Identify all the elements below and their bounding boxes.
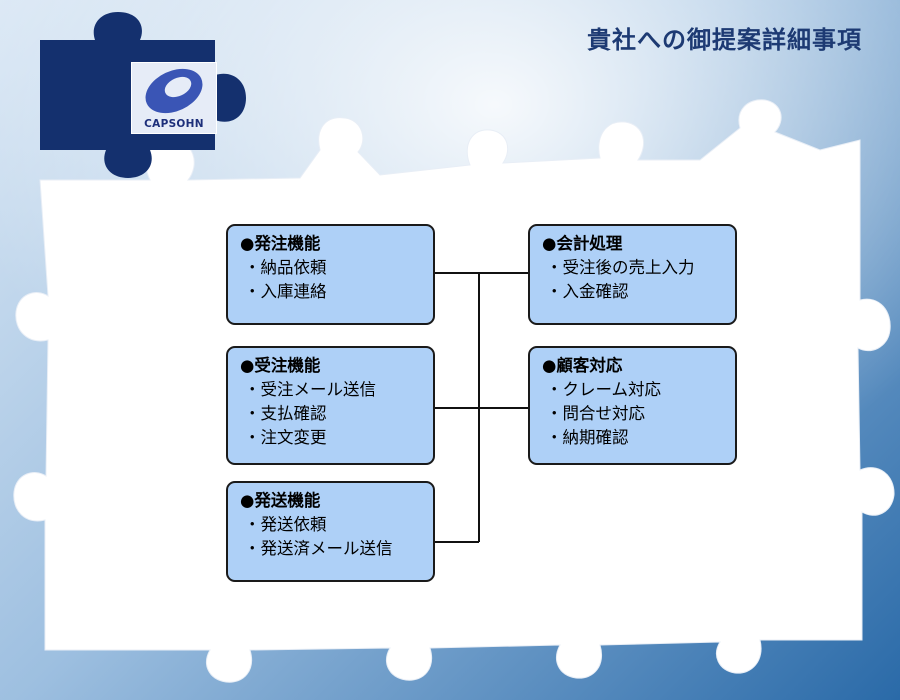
box-item: 納期確認 <box>542 426 735 450</box>
box-item: 受注後の売上入力 <box>542 256 735 280</box>
box-item: 発送済メール送信 <box>240 537 433 561</box>
box-item: 入金確認 <box>542 280 735 304</box>
slide-title: 貴社への御提案詳細事項 <box>587 26 862 54</box>
box-item: 支払確認 <box>240 402 433 426</box>
box-item: 発送依頼 <box>240 513 433 537</box>
box-item: 受注メール送信 <box>240 378 433 402</box>
box-item: 問合せ対応 <box>542 402 735 426</box>
box-heading: ●顧客対応 <box>542 356 623 375</box>
box-heading: ●受注機能 <box>240 356 321 375</box>
box-customer-support: ●顧客対応 クレーム対応 問合せ対応 納期確認 <box>528 346 737 465</box>
logo-mark <box>145 68 203 114</box>
box-item: 注文変更 <box>240 426 433 450</box>
box-item: 納品依頼 <box>240 256 433 280</box>
box-heading: ●発送機能 <box>240 491 321 510</box>
box-receive-function: ●受注機能 受注メール送信 支払確認 注文変更 <box>226 346 435 465</box>
logo-text: CAPSOHN <box>144 118 204 130</box>
box-item: クレーム対応 <box>542 378 735 402</box>
capsohn-logo-icon: CAPSOHN <box>131 62 217 134</box>
box-order-function: ●発注機能 納品依頼 入庫連絡 <box>226 224 435 325</box>
box-heading: ●発注機能 <box>240 234 321 253</box>
box-shipping-function: ●発送機能 発送依頼 発送済メール送信 <box>226 481 435 582</box>
box-heading: ●会計処理 <box>542 234 623 253</box>
box-accounting: ●会計処理 受注後の売上入力 入金確認 <box>528 224 737 325</box>
box-item: 入庫連絡 <box>240 280 433 304</box>
